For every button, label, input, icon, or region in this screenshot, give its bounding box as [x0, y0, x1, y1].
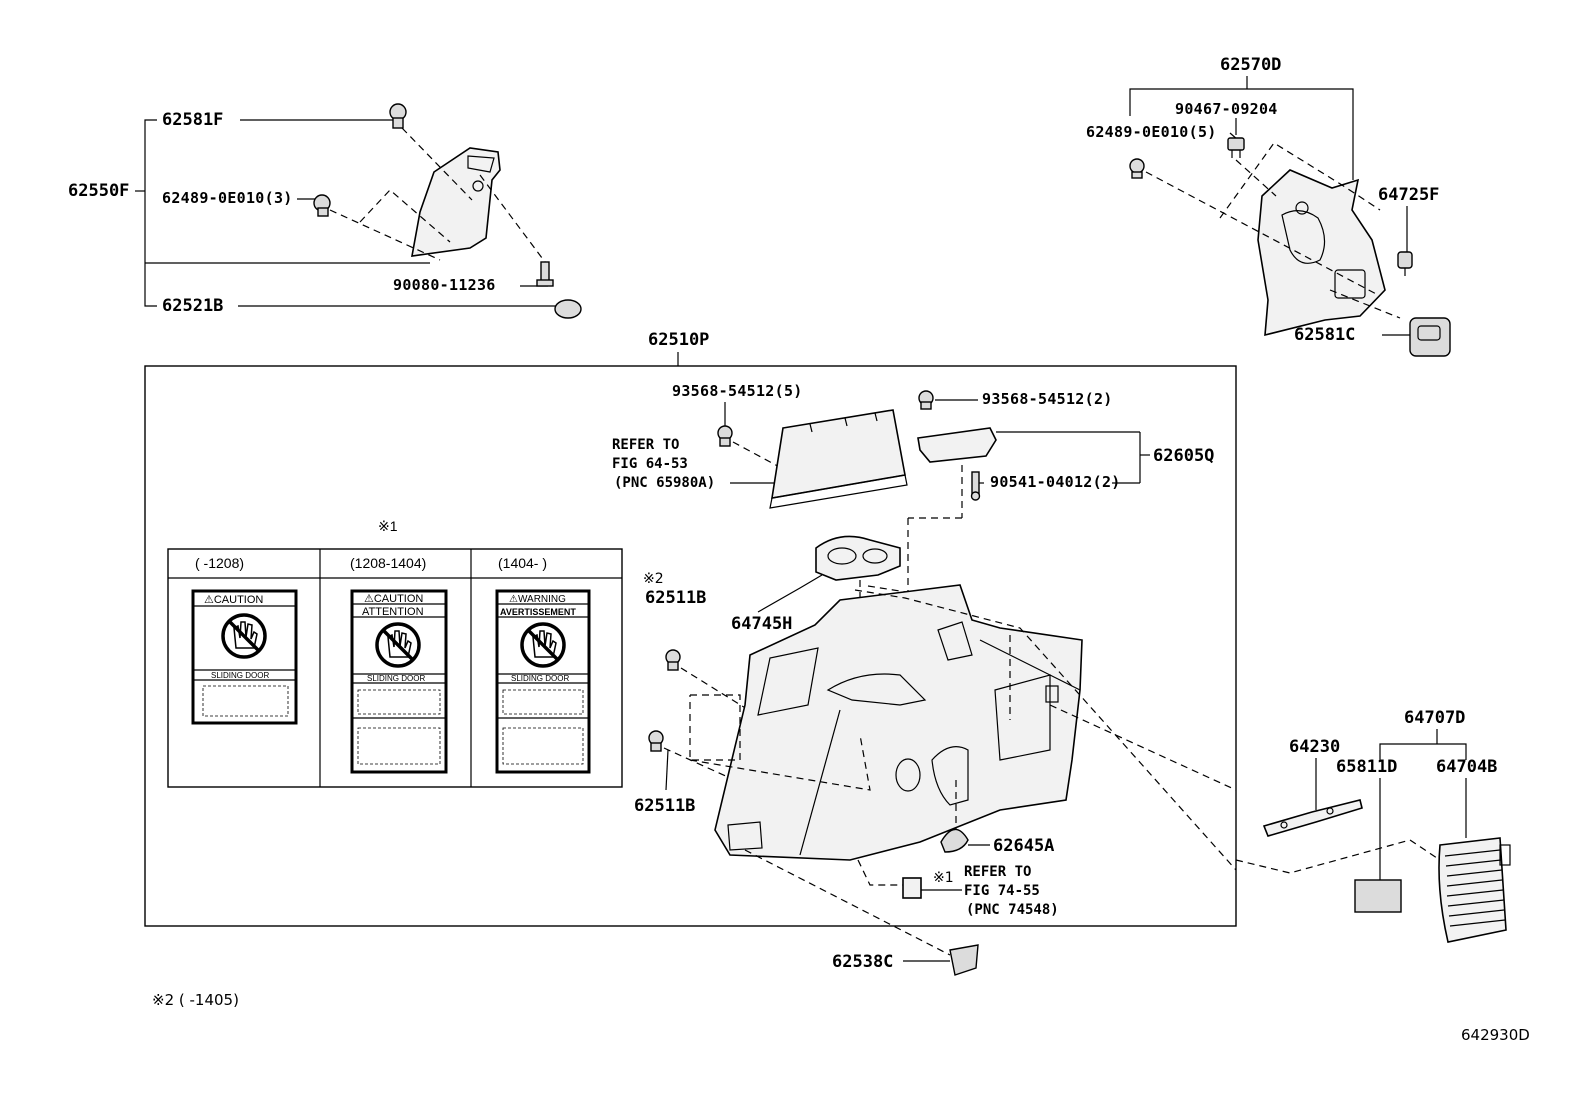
label-62538c[interactable]: 62538C — [832, 952, 893, 972]
cap-62645a-icon — [940, 828, 969, 853]
label-93568-54512-5[interactable]: 93568-54512(5) — [672, 382, 803, 400]
label-65811d[interactable]: 65811D — [1336, 757, 1397, 777]
cup-holder-64745h[interactable] — [815, 535, 901, 581]
label-62570d[interactable]: 62570D — [1220, 55, 1281, 75]
label-column-header-3: (1404- ) — [498, 555, 547, 571]
label-64707d[interactable]: 64707D — [1404, 708, 1465, 728]
ref-fig-64-53-line2[interactable]: FIG 64-53 — [612, 456, 688, 472]
label-62511b-bottom[interactable]: 62511B — [634, 796, 695, 816]
label-90080-11236[interactable]: 90080-11236 — [393, 276, 496, 294]
pillar-trim-panel[interactable] — [411, 147, 501, 257]
label-64725f[interactable]: 64725F — [1378, 185, 1439, 205]
label-62521b[interactable]: 62521B — [162, 296, 223, 316]
label-62510p[interactable]: 62510P — [648, 330, 709, 350]
cover-62538c-icon — [949, 944, 979, 976]
clip-icon — [1129, 158, 1145, 179]
clip-icon — [389, 103, 407, 129]
label-90541-04012-2[interactable]: 90541-04012(2) — [990, 473, 1121, 491]
label-90467-09204[interactable]: 90467-09204 — [1175, 100, 1278, 118]
ref-fig-64-53-line1[interactable]: REFER TO — [612, 437, 679, 453]
label-64745h[interactable]: 64745H — [731, 614, 792, 634]
label-62581c[interactable]: 62581C — [1294, 325, 1355, 345]
no-hand-icon — [221, 613, 267, 659]
footnote-mark-2: ※2 ( -1405) — [152, 991, 239, 1009]
figure-id: 642930D — [1461, 1026, 1530, 1044]
label-62605q[interactable]: 62605Q — [1153, 446, 1214, 466]
group-64707d: 64707D 65811D 64704B 64230 — [1235, 708, 1511, 943]
svg-text:⚠CAUTION: ⚠CAUTION — [204, 594, 263, 606]
ref-fig-64-53-line3[interactable]: (PNC 65980A) — [614, 475, 715, 491]
clip-icon — [665, 649, 681, 671]
bracket-64230-icon[interactable] — [1262, 799, 1363, 837]
svg-text:SLIDING DOOR: SLIDING DOOR — [367, 674, 425, 683]
label-62581f[interactable]: 62581F — [162, 110, 223, 130]
caution-label-2[interactable]: ⚠CAUTION ATTENTION SLIDING DOOR — [350, 589, 448, 774]
ref-fig-74-55-line2[interactable]: FIG 74-55 — [964, 883, 1040, 899]
bolt-icon — [970, 471, 981, 501]
cap-icon — [554, 299, 582, 319]
label-62489-0e010-5[interactable]: 62489-0E010(5) — [1086, 123, 1217, 141]
group-quarter-trim: ※2 62511B 62511B 64745H — [634, 535, 1237, 976]
cover-62605q[interactable] — [917, 427, 997, 463]
svg-text:⚠WARNING: ⚠WARNING — [509, 594, 566, 605]
pad-65811d-icon[interactable] — [1354, 879, 1402, 913]
label-62645a[interactable]: 62645A — [993, 836, 1054, 856]
clip-icon — [717, 425, 733, 447]
svg-text:SLIDING DOOR: SLIDING DOOR — [211, 671, 269, 680]
svg-text:SLIDING DOOR: SLIDING DOOR — [511, 674, 569, 683]
label-62550f[interactable]: 62550F — [68, 181, 129, 201]
quarter-trim-upper-panel[interactable] — [1257, 169, 1386, 337]
labels-table: ※1 ( -1208) (1208-1404) (1404- ) ⚠CAUTIO… — [167, 518, 623, 788]
no-hand-icon — [375, 622, 421, 668]
labels-table-mark: ※1 — [378, 518, 398, 534]
clip-icon — [648, 730, 664, 752]
label-62489-0e010-3[interactable]: 62489-0E010(3) — [162, 189, 293, 207]
label-column-header-2: (1208-1404) — [350, 555, 426, 571]
assembly-box-62510p — [144, 365, 1237, 927]
quarter-trim-main-panel[interactable] — [714, 584, 1083, 861]
clip-icon — [1227, 137, 1245, 158]
no-hand-icon — [520, 622, 566, 668]
label-62511b-top[interactable]: 62511B — [645, 588, 706, 608]
svg-text:ATTENTION: ATTENTION — [362, 606, 424, 618]
screw-icon — [536, 261, 554, 287]
warning-label-3[interactable]: ⚠WARNING AVERTISSEMENT SLIDING DOOR — [495, 589, 591, 774]
clip-icon — [1397, 251, 1413, 276]
ref-fig-74-55-line1[interactable]: REFER TO — [964, 864, 1031, 880]
label-column-header-1: ( -1208) — [195, 555, 244, 571]
ref-fig-74-55-line3[interactable]: (PNC 74548) — [966, 902, 1059, 918]
caution-label-1[interactable]: ⚠CAUTION SLIDING DOOR — [191, 589, 298, 725]
clip-icon — [918, 390, 934, 410]
group-upper-inside: 93568-54512(5) REFER TO FIG 64-53 (PNC 6… — [612, 382, 1214, 690]
label-64230[interactable]: 64230 — [1289, 737, 1340, 757]
ref-fig-74-55-mark: ※1 — [933, 870, 954, 886]
group-62570d: 62570D 90467-09204 62489-0E010(5) 64725F — [1086, 55, 1451, 357]
svg-text:AVERTISSEMENT: AVERTISSEMENT — [500, 607, 576, 617]
vent-64704b-icon[interactable] — [1438, 837, 1511, 943]
label-93568-54512-2[interactable]: 93568-54512(2) — [982, 390, 1113, 408]
mark-2-label: ※2 — [643, 571, 664, 587]
clip-icon — [313, 194, 331, 217]
group-62550f: 62550F 62581F 62489-0E010(3) 90080-11236… — [68, 103, 582, 319]
tonneau-cover-panel[interactable] — [771, 409, 906, 499]
svg-text:⚠CAUTION: ⚠CAUTION — [364, 593, 423, 605]
cover-62581c-icon — [1409, 317, 1451, 357]
label-patch-icon — [902, 877, 922, 899]
label-64704b[interactable]: 64704B — [1436, 757, 1497, 777]
